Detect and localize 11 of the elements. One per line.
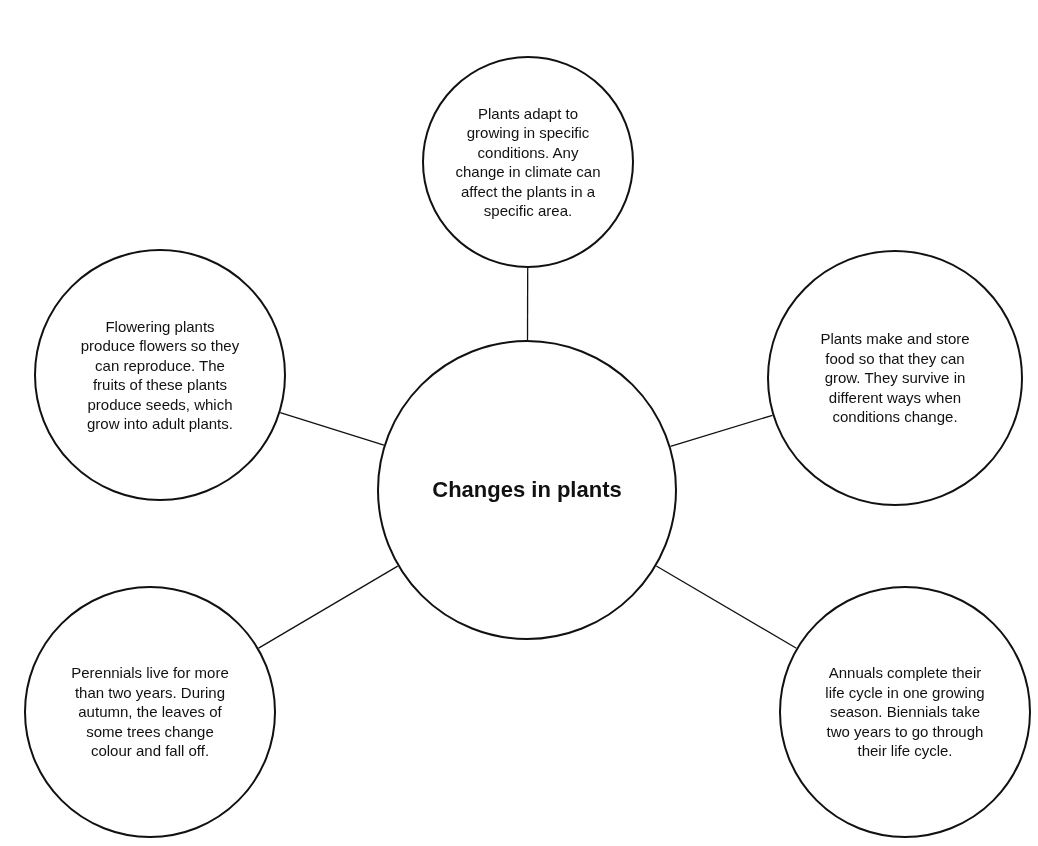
circle-text: Plants adapt to growing in specific conditions. Any change in climate can affect the plants in a specific area. — [454, 103, 602, 221]
connector-line — [655, 565, 798, 649]
circle-text: Plants make and store food so that they can grow. They survive in different ways when conditions change. — [819, 329, 971, 427]
central-topic: Changes in plants — [432, 475, 622, 504]
circle-text: Flowering plants produce flowers so they can reproduce. The fruits of these plants produce seeds, which grow into adult plants. — [79, 316, 241, 434]
connector-line — [669, 414, 774, 447]
connector-line — [257, 565, 399, 649]
circle-text: Perennials live for more than two years. During autumn, the leaves of some trees change colour and fall off. — [70, 663, 230, 761]
connector-line — [279, 412, 385, 446]
connector-line — [526, 267, 529, 341]
circle-text: Annuals complete their life cycle in one growing season. Biennials take two years to go through their life cycle. — [824, 663, 986, 761]
